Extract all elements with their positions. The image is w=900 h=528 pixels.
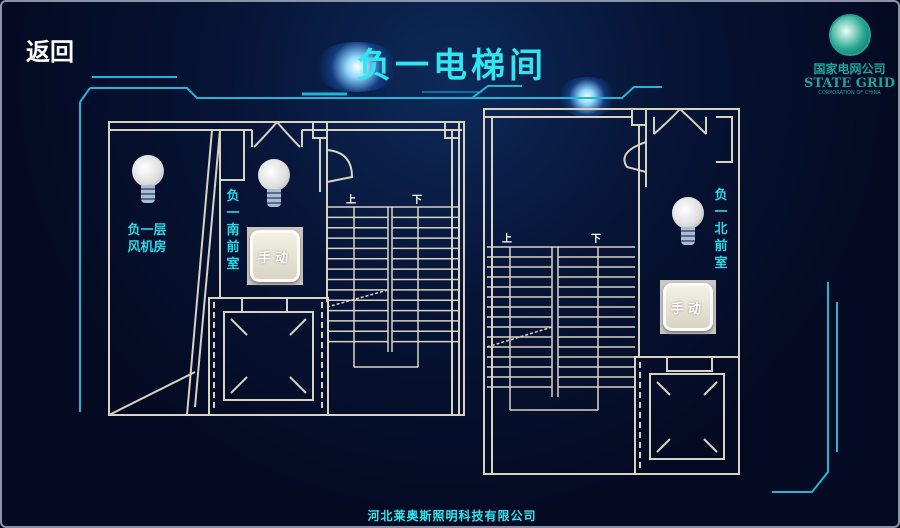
right-walls (483, 107, 740, 475)
left-elevator-shaft (208, 297, 329, 416)
page-title: 负一电梯间 (357, 46, 547, 86)
north-front-room-label: 负一北前室 (714, 188, 728, 271)
light-glow (312, 42, 402, 92)
back-button[interactable]: 返回 (26, 37, 74, 66)
manual-button-wrap: 手动 (660, 280, 716, 334)
company-footer: 河北莱奥斯照明科技有限公司 (367, 509, 537, 523)
logo-sub: CORPORATION OF CHINA (818, 90, 881, 96)
logo-cn: 国家电网公司 (813, 62, 886, 76)
label-line: 负一层 (127, 223, 167, 238)
left-stairs (326, 206, 459, 368)
manual-mode-button[interactable]: 手动 (250, 230, 300, 282)
logo-en: STATE GRID (803, 76, 896, 91)
label-line: 风机房 (127, 240, 167, 255)
south-front-room-label: 负一南前室 (226, 189, 240, 272)
globe-icon (828, 14, 871, 56)
manual-button-wrap: 手动 (247, 227, 303, 285)
right-elevator-shaft (634, 356, 740, 475)
lightbulb-icon[interactable] (132, 155, 164, 205)
right-stairs (486, 246, 635, 411)
manual-mode-button[interactable]: 手动 (663, 283, 713, 331)
lightbulb-icon[interactable] (258, 159, 290, 209)
lightbulb-icon[interactable] (672, 197, 704, 247)
hud-frame (79, 76, 838, 493)
state-grid-logo: 国家电网公司 STATE GRID CORPORATION OF CHINA (802, 14, 897, 97)
fan-room-label: 负一层风机房 (117, 222, 177, 256)
stair-up-label: 上 (346, 195, 356, 206)
stair-down-label: 下 (591, 234, 601, 245)
stair-down-label: 下 (412, 195, 422, 206)
stair-up-label: 上 (502, 234, 512, 245)
